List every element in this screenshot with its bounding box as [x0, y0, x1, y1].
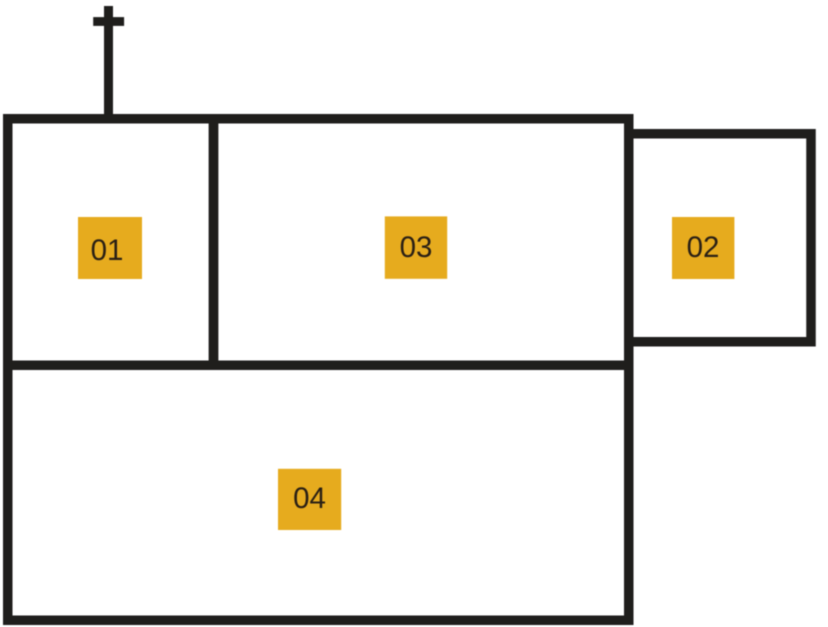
svg-text:03: 03	[400, 231, 433, 264]
svg-text:02: 02	[687, 231, 720, 264]
svg-text:04: 04	[293, 482, 326, 515]
svg-text:01: 01	[91, 234, 124, 267]
